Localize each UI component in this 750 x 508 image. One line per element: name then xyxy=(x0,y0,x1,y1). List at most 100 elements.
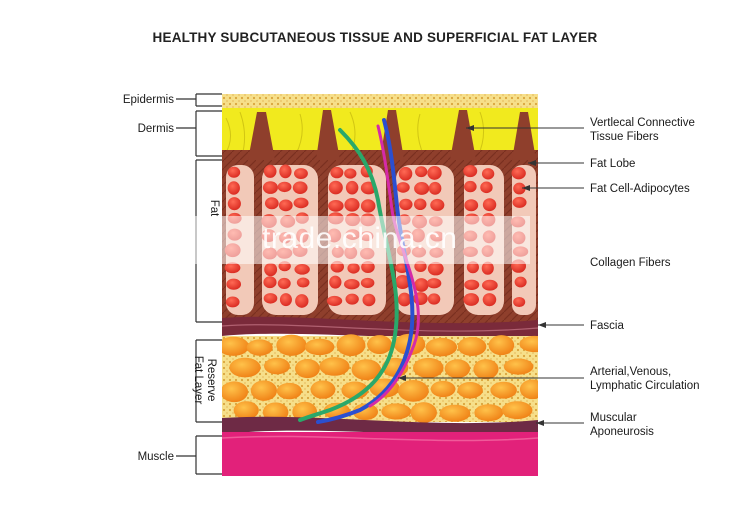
fat-cell xyxy=(464,180,477,193)
label-circulation-1: Arterial,Venous, xyxy=(590,366,671,378)
reserve-fat-cell xyxy=(381,403,412,420)
label-fat: Fat xyxy=(208,200,220,217)
fat-cell xyxy=(292,181,308,194)
reserve-fat-cell xyxy=(263,357,290,375)
fat-cell xyxy=(344,168,357,179)
reserve-fat-cell xyxy=(473,359,499,380)
reserve-fat-cell xyxy=(367,335,392,355)
watermark-band xyxy=(190,216,530,264)
reserve-fat-cell xyxy=(304,338,335,356)
fat-cell xyxy=(227,181,240,195)
fat-cell xyxy=(415,166,428,178)
fat-cell xyxy=(278,199,293,212)
reserve-fat-cell xyxy=(246,339,273,356)
fat-cell xyxy=(360,199,376,213)
fat-cell xyxy=(277,277,291,290)
fat-cell xyxy=(513,296,526,308)
fat-cell xyxy=(394,275,411,290)
left-brackets xyxy=(176,93,222,475)
fat-cell xyxy=(480,181,493,194)
reserve-fat-cell xyxy=(457,336,487,357)
reserve-fat-cell xyxy=(501,401,533,420)
reserve-fat-cell xyxy=(229,357,261,378)
fat-cell xyxy=(430,198,445,212)
fat-cell xyxy=(511,167,526,180)
reserve-fat-cell xyxy=(410,402,437,423)
reserve-fat-cell xyxy=(519,335,538,353)
reserve-fat-cell xyxy=(319,357,350,376)
label-reserve-fat-layer: Reserve Fat Layer xyxy=(192,356,217,405)
fat-cell xyxy=(264,262,278,277)
fat-cell xyxy=(326,295,343,306)
fat-cell xyxy=(481,261,494,275)
fat-cell xyxy=(426,278,442,289)
fat-cell xyxy=(399,198,413,211)
dermis-texture xyxy=(223,111,524,157)
fat-cell xyxy=(329,275,342,289)
label-vertical-connective-2: Tissue Fibers xyxy=(590,131,659,143)
reserve-fat-cell xyxy=(425,337,458,357)
label-aponeurosis-2: Aponeurosis xyxy=(590,426,654,438)
svg-text:Fat Layer: Fat Layer xyxy=(192,356,204,405)
fat-cell xyxy=(224,262,241,274)
fat-cell xyxy=(279,293,292,307)
fat-cell xyxy=(296,277,310,288)
watermark: trade.china.cn xyxy=(262,222,458,255)
reserve-fat-cell xyxy=(276,382,302,400)
fat-cell xyxy=(464,199,479,212)
fat-cell xyxy=(464,279,480,290)
reserve-fat-cell xyxy=(413,357,444,378)
label-vertical-connective-1: Vertlecal Connective xyxy=(590,117,695,129)
fat-cell xyxy=(398,166,413,181)
fat-cell xyxy=(481,168,495,180)
fat-cell xyxy=(264,197,279,210)
fat-cell xyxy=(294,168,308,180)
reserve-fat-cell xyxy=(276,334,307,356)
fat-cell xyxy=(463,293,480,306)
label-collagen: Collagen Fibers xyxy=(590,257,671,269)
fat-cell xyxy=(482,293,497,307)
reserve-fat-cell xyxy=(488,335,515,356)
fat-cell xyxy=(414,278,429,292)
fat-cell xyxy=(279,164,292,179)
leader-arrowheads xyxy=(398,125,546,426)
diagram-title: HEALTHY SUBCUTANEOUS TISSUE AND SUPERFIC… xyxy=(152,30,598,45)
fat-cell xyxy=(227,197,241,211)
label-fascia: Fascia xyxy=(590,320,624,332)
fat-cell xyxy=(345,180,359,195)
fat-cell xyxy=(482,198,497,212)
label-dermis: Dermis xyxy=(138,123,175,135)
reserve-fat-cell xyxy=(310,380,336,399)
fat-cell xyxy=(396,182,410,193)
reserve-fat-cell xyxy=(490,381,517,399)
fat-cell xyxy=(466,261,479,274)
label-fat-cell: Fat Cell-Adipocytes xyxy=(590,183,690,195)
label-circulation-2: Lymphatic Circulation xyxy=(590,380,700,392)
reserve-fat-cell xyxy=(295,358,320,379)
label-aponeurosis-1: Muscular xyxy=(590,412,637,424)
fat-cell xyxy=(427,293,441,305)
reserve-fat-cell xyxy=(351,359,381,381)
reserve-fat-cell xyxy=(233,401,259,420)
fat-cell xyxy=(514,276,527,288)
circulation-vessels xyxy=(298,118,420,424)
fat-cell xyxy=(428,181,442,195)
reserve-fat-cell xyxy=(430,380,456,398)
fat-cell xyxy=(414,182,430,195)
fat-cell xyxy=(262,181,278,194)
reserve-fat-cells xyxy=(222,333,538,423)
fat-cell xyxy=(226,278,242,290)
reserve-fat-cell xyxy=(336,334,366,357)
reserve-fat-cell xyxy=(222,381,249,403)
fat-cell xyxy=(345,293,359,305)
epidermis-layer xyxy=(222,94,538,108)
reserve-fat-cell xyxy=(352,403,379,421)
fat-cell xyxy=(362,293,376,307)
fat-cell xyxy=(330,166,344,179)
leader-lines xyxy=(398,127,584,424)
fat-cell xyxy=(263,293,278,304)
reserve-fat-cell xyxy=(250,380,277,401)
fat-cell xyxy=(427,261,444,276)
reserve-fat-cell xyxy=(444,359,471,379)
fat-cell xyxy=(512,196,527,208)
